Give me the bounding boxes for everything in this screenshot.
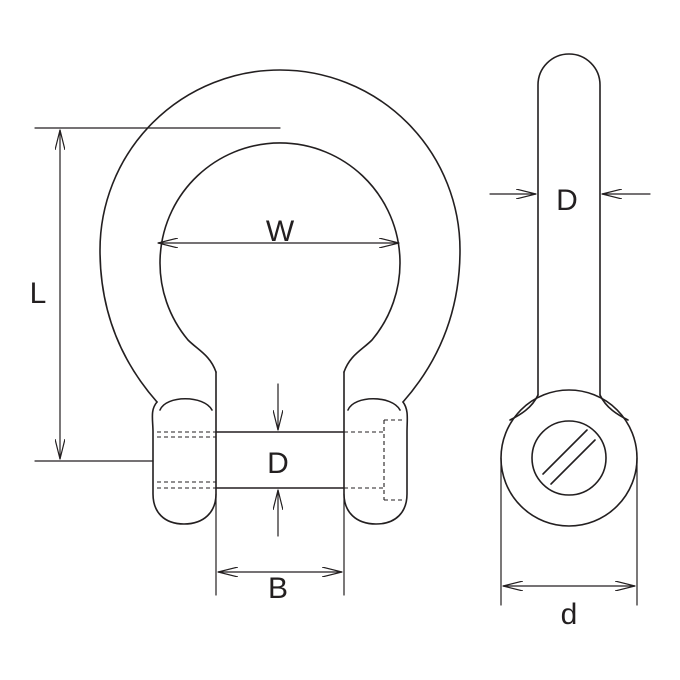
dimension-length: L [30, 127, 281, 462]
shackle-left-leg [151, 371, 217, 525]
label-pin-diameter-front: D [267, 447, 289, 480]
shackle-bow-inner [159, 142, 401, 373]
shackle-bow-outer [99, 69, 461, 403]
shackle-right-leg [343, 371, 409, 525]
dimension-width: W [157, 215, 400, 248]
pin-head-circle [531, 420, 607, 496]
shackle-side-view [500, 53, 638, 527]
shackle-left-leg-cap [159, 398, 213, 411]
label-eye-diameter: d [561, 598, 578, 631]
dimension-pin-diameter-front: D [267, 383, 289, 537]
dimension-inner-width: B [215, 493, 345, 605]
dimension-eye-diameter: d [500, 457, 638, 631]
pin-slot-line [542, 429, 588, 475]
pin-slot-line [550, 439, 596, 485]
label-width: W [266, 215, 295, 248]
label-inner-width: B [268, 572, 288, 605]
pin-eye-circle [500, 389, 638, 527]
shackle-front-view [99, 69, 461, 525]
side-body-outline [537, 53, 601, 396]
label-pin-diameter-side: D [556, 184, 578, 217]
label-length: L [30, 277, 47, 310]
dimension-pin-diameter-side: D [489, 184, 651, 217]
shackle-right-leg-cap [347, 398, 401, 411]
